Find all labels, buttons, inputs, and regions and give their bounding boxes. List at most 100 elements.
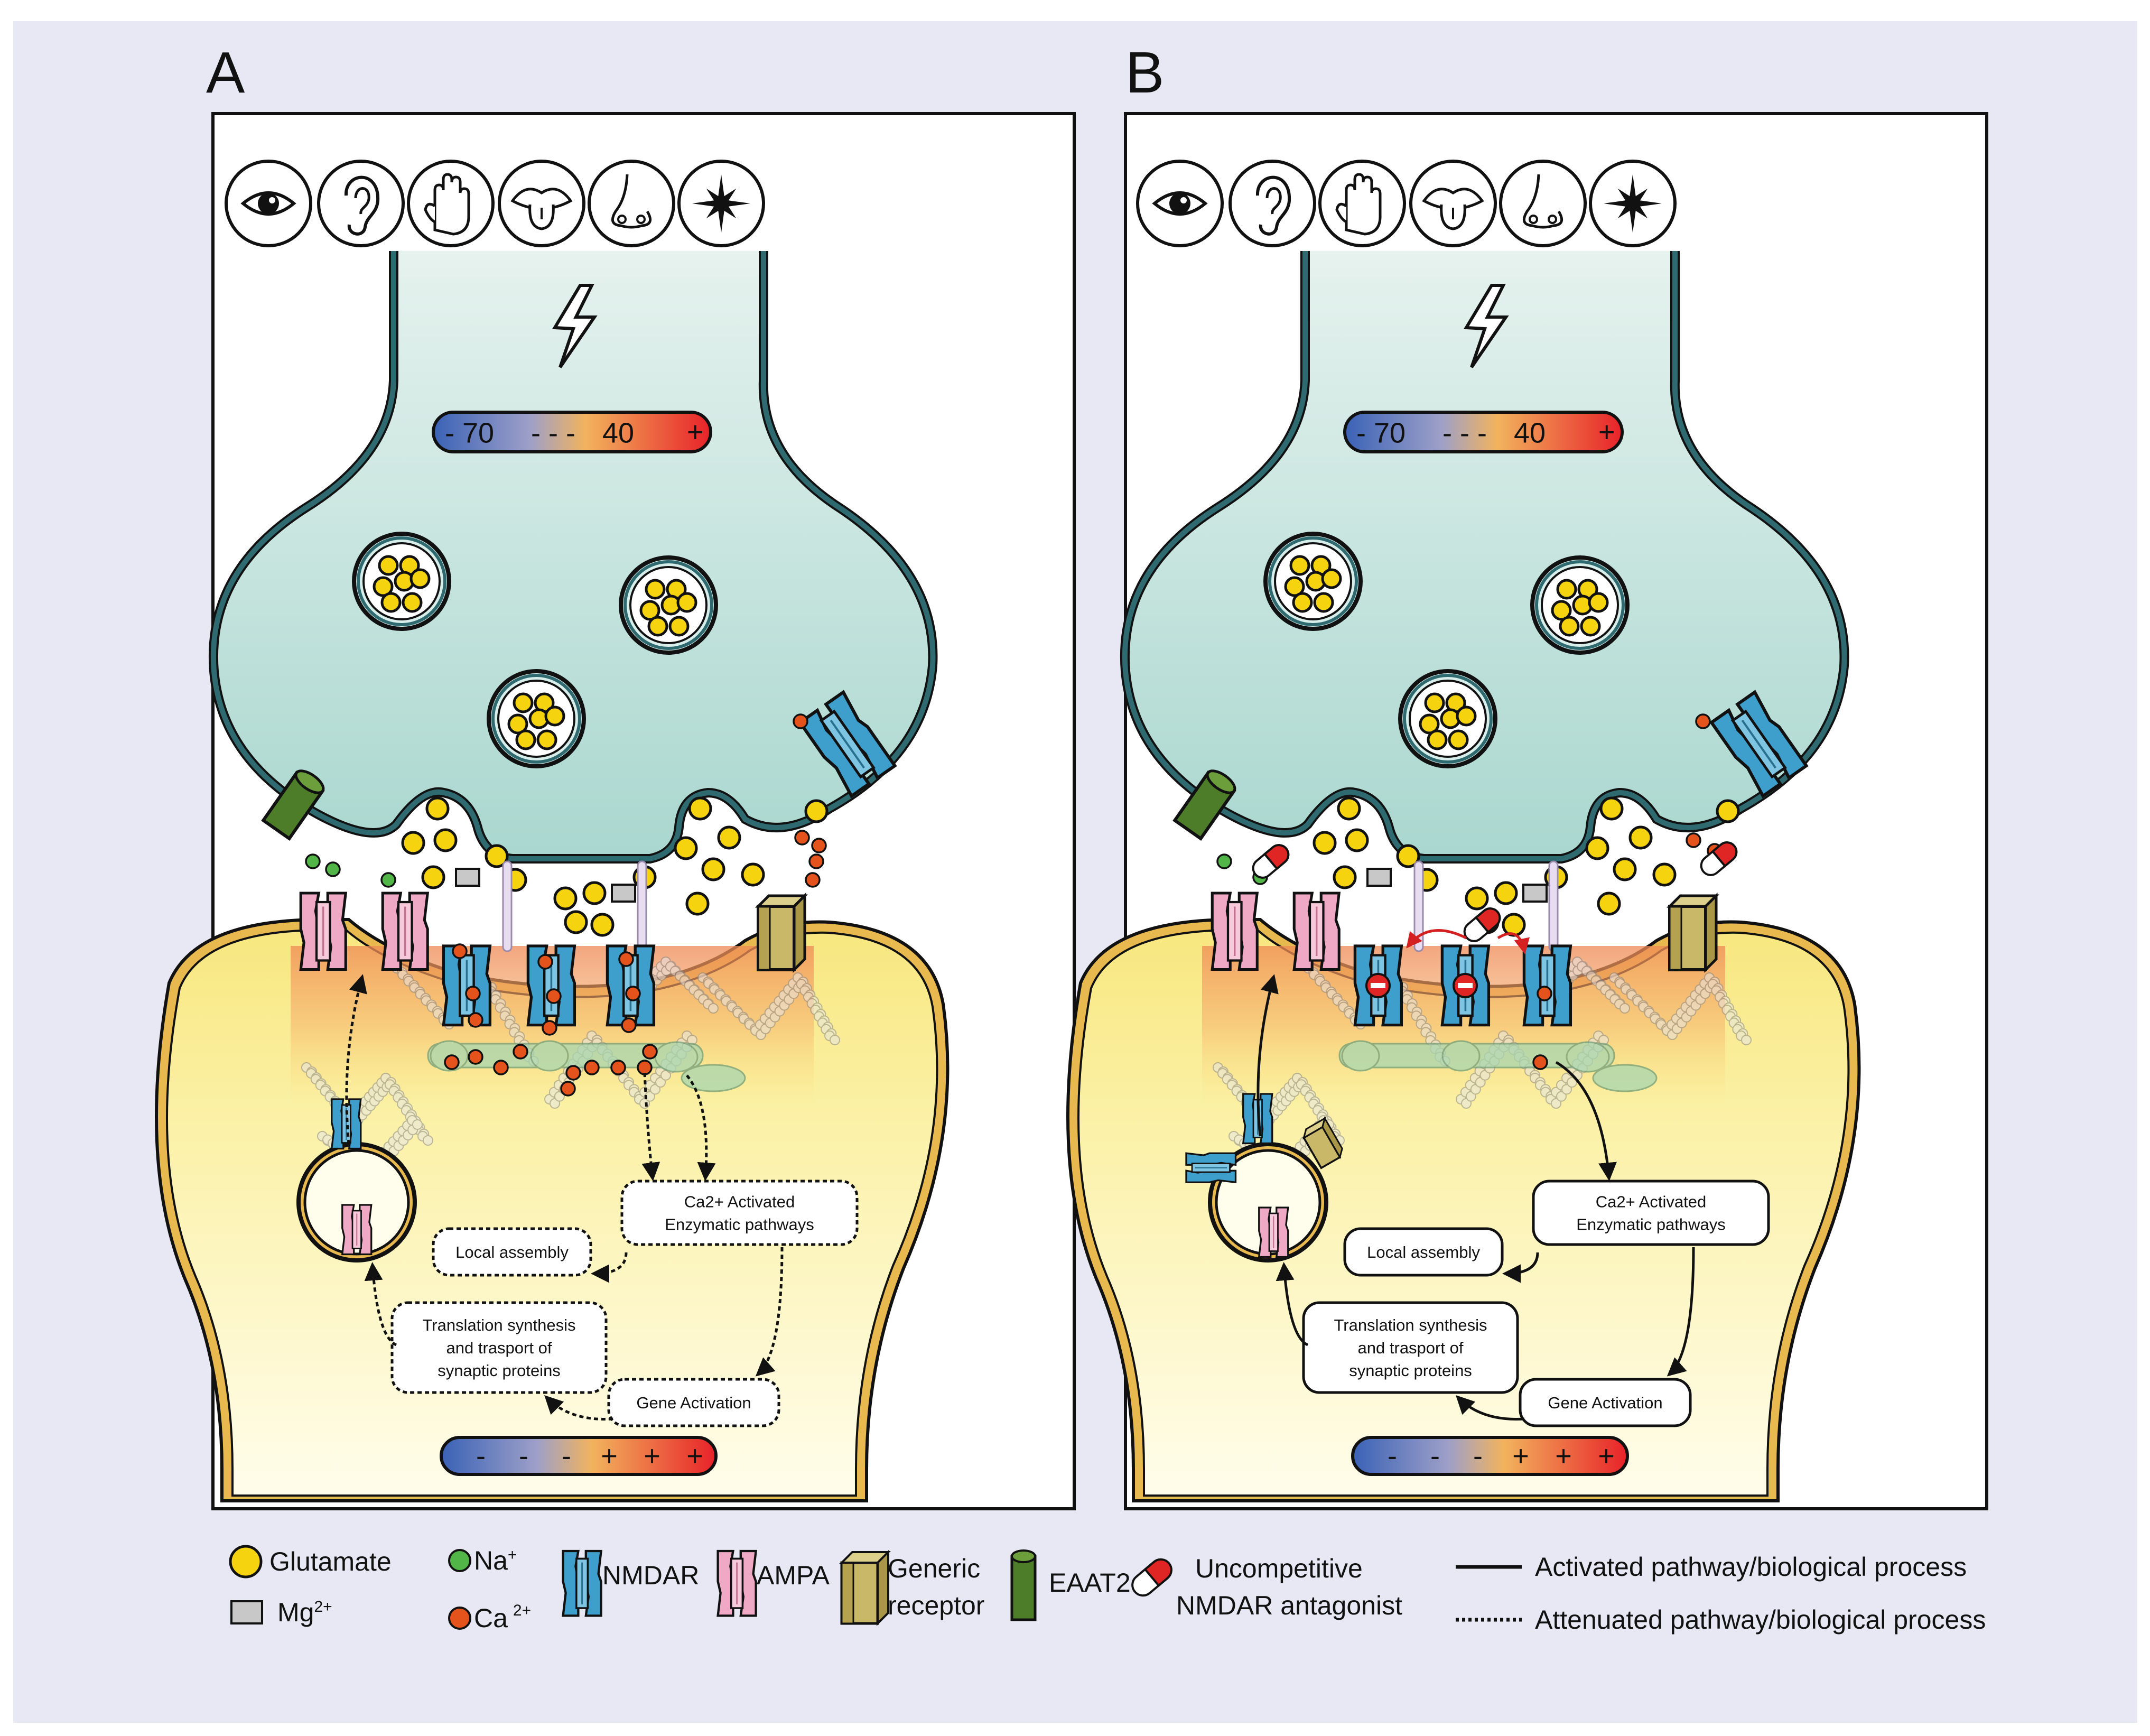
- legend-attenuated: Attenuated pathway/biological process: [1535, 1605, 1986, 1635]
- scale-plus: +: [687, 416, 704, 448]
- calcium-ion: [560, 1081, 576, 1097]
- calcium-ion: [513, 1044, 528, 1060]
- glutamate-dot: [1284, 576, 1305, 597]
- glutamate-dot: [676, 592, 697, 613]
- scale-sign: -: [1473, 1440, 1483, 1472]
- glutamate-dot: [485, 844, 509, 868]
- glutamate-dot: [674, 836, 698, 860]
- presynaptic-nmdar: [1709, 690, 1809, 799]
- glutamate-dot: [1321, 568, 1342, 589]
- scale-sign: +: [1555, 1440, 1572, 1472]
- pathway-arrow: [345, 974, 367, 1145]
- glutamate-dot: [1396, 844, 1420, 868]
- box-text: Local assembly: [455, 1243, 569, 1261]
- glutamate-dot: [639, 600, 660, 621]
- scale-sign: +: [1598, 1440, 1615, 1472]
- glutamate-dot: [1456, 705, 1477, 727]
- eaat2-icon: [1010, 1549, 1037, 1621]
- glutamate-dot: [1556, 579, 1577, 600]
- ampa-receptor: [381, 892, 430, 971]
- pathway-arrow: [591, 1252, 628, 1283]
- glutamate-dot: [741, 862, 765, 887]
- glutamate-dot: [553, 886, 578, 911]
- calcium-ion: [637, 1060, 653, 1075]
- postsynaptic-voltage-scale: ---+++: [440, 1436, 718, 1476]
- tongue-icon: [498, 160, 585, 247]
- eye-icon: [225, 160, 312, 247]
- glutamate-dot: [515, 729, 536, 750]
- box-text: Enzymatic pathways: [665, 1215, 814, 1234]
- glutamate-dot: [1613, 857, 1637, 881]
- scale-left: - 70: [1356, 417, 1406, 449]
- calcium-ion: [1695, 713, 1711, 729]
- panel-letter: B: [1125, 40, 1164, 105]
- antagonist-pill: [1700, 841, 1738, 876]
- glutamate-icon: [229, 1545, 263, 1579]
- nose-icon: [588, 160, 675, 247]
- magnesium-icon: [230, 1600, 263, 1624]
- presynaptic-nmdar: [797, 690, 897, 799]
- glutamate-dot: [433, 828, 458, 852]
- box-local-assembly: Local assembly: [1343, 1227, 1504, 1277]
- action-potential-icon: [1463, 284, 1509, 368]
- calcium-ion: [610, 1060, 626, 1075]
- box-text: Translation synthesis: [1334, 1316, 1487, 1334]
- presynaptic-voltage-scale: - 70- - -40+: [432, 411, 712, 453]
- glutamate-dot: [701, 857, 725, 881]
- legend-activated: Activated pathway/biological process: [1535, 1552, 1967, 1582]
- legend-glutamate: Glutamate: [269, 1547, 392, 1576]
- scale-sign: +: [601, 1440, 618, 1472]
- calcium-ion: [493, 1060, 509, 1075]
- glutamate-dot: [688, 796, 712, 821]
- pathway-arrow: [1456, 1395, 1525, 1421]
- calcium-ion: [805, 872, 821, 888]
- blocked-bar: [1458, 983, 1473, 988]
- calcium-ion: [621, 1017, 637, 1033]
- legend-na: Na+: [474, 1546, 517, 1575]
- scale-sign: +: [644, 1440, 660, 1472]
- synaptic-vesicle: [1263, 532, 1363, 631]
- glutamate-dot: [544, 705, 565, 727]
- calcium-ion: [808, 853, 824, 869]
- scale-sign: -: [476, 1440, 486, 1472]
- nmdar-receptor: [1522, 944, 1572, 1027]
- glutamate-dot: [645, 579, 666, 600]
- calcium-ion: [794, 830, 810, 846]
- legend-ampa: AMPA: [757, 1561, 830, 1590]
- pathway-arrow: [544, 1395, 613, 1421]
- ampa-receptor: [1211, 892, 1259, 971]
- glutamate-dot: [717, 825, 741, 850]
- legend-eaat2: EAAT2: [1049, 1568, 1131, 1598]
- scale-sign: -: [519, 1440, 528, 1472]
- box-text: synaptic proteins: [438, 1361, 561, 1380]
- presynaptic-terminal: [1120, 251, 1849, 864]
- calcium-ion: [811, 838, 827, 853]
- adhesion-molecule: [637, 860, 647, 952]
- box-text: Gene Activation: [1548, 1394, 1662, 1412]
- calcium-ion: [793, 713, 808, 729]
- glutamate-dot: [668, 616, 690, 637]
- ampa-in-endosome: [1258, 1206, 1289, 1258]
- pathway-arrow: [1667, 1247, 1695, 1377]
- magnesium-ion: [455, 868, 480, 887]
- pathway-arrow: [641, 1072, 660, 1181]
- glutamate-dot: [421, 865, 445, 889]
- glutamate-dot: [1559, 616, 1580, 637]
- calcium-ion: [584, 1060, 600, 1075]
- pathway-arrow: [755, 1247, 784, 1377]
- glutamate-dot: [409, 568, 431, 589]
- antagonist-pill: [1252, 844, 1290, 879]
- pathway-arrow: [1502, 1252, 1539, 1283]
- glutamate-dot: [513, 692, 534, 713]
- scale-mid: - - -: [531, 417, 575, 449]
- glutamate-dot: [804, 799, 829, 823]
- magnesium-ion: [1366, 868, 1392, 887]
- glutamate-dot: [685, 892, 710, 916]
